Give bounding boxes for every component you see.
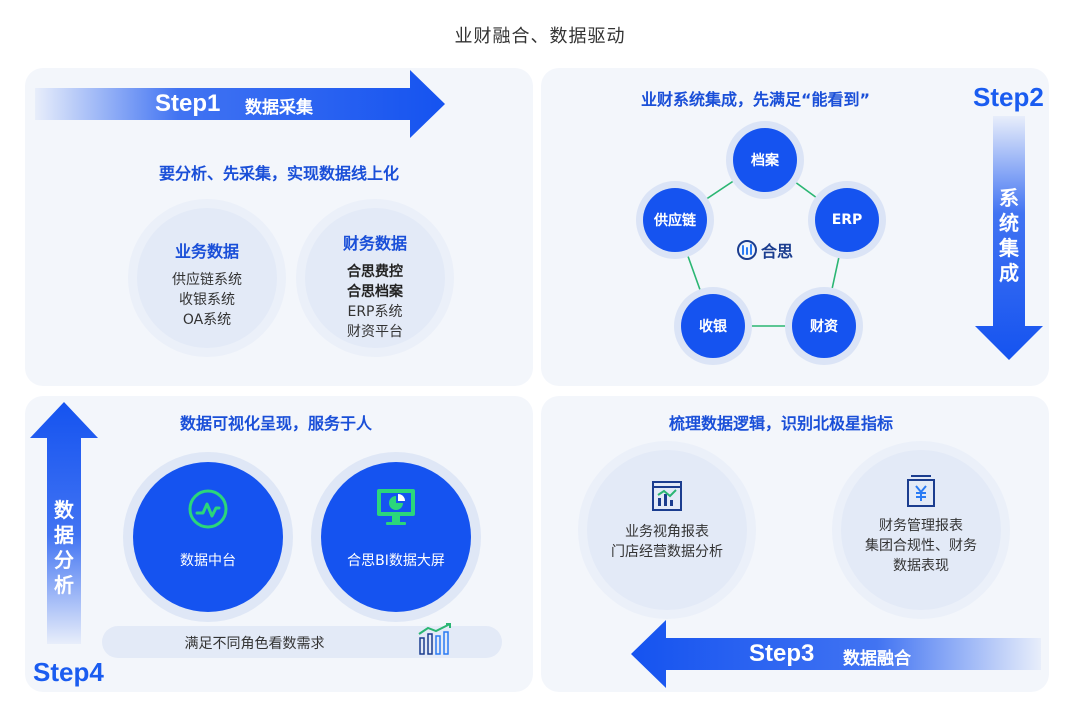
step3-arrow [631, 620, 1041, 688]
finance-report-line: 财务管理报表 [879, 518, 963, 534]
node-treasury: 财资 [792, 294, 856, 358]
node-archive: 档案 [733, 128, 797, 192]
pulse-chart-icon [188, 489, 228, 529]
role-needs-bar: 满足不同角色看数需求 [102, 623, 502, 658]
business-data-bubble: 业务数据 供应链系统 收银系统 OA系统 [137, 208, 277, 348]
role-needs-text: 满足不同角色看数需求 [184, 636, 325, 652]
bi-dashboard: 合思BI数据大屏 [321, 462, 471, 612]
monitor-chart-icon [377, 489, 415, 525]
business-data-title: 业务数据 [174, 242, 239, 261]
step2-heading: 业财系统集成，先满足“能看到” [641, 90, 871, 109]
step1-arrow [35, 70, 445, 138]
finance-data-item: ERP系统 [347, 304, 403, 320]
step1-label: Step1 [155, 90, 221, 117]
data-middle-platform-label: 数据中台 [180, 553, 236, 569]
report-chart-icon [652, 481, 682, 511]
business-data-item: 供应链系统 [172, 272, 242, 288]
business-report-line: 业务视角报表 [625, 524, 709, 540]
step3-label: Step3 [749, 640, 815, 667]
step3-name: 数据融合 [843, 649, 911, 669]
finance-report-line: 数据表现 [893, 558, 949, 574]
bi-dashboard-label: 合思BI数据大屏 [347, 553, 445, 569]
step4-arrow [30, 402, 98, 644]
page-title: 业财融合、数据驱动 [454, 26, 626, 47]
business-data-item: OA系统 [182, 312, 232, 328]
step1-heading: 要分析、先采集，实现数据线上化 [158, 164, 399, 183]
step4-name: 数据分析 [54, 498, 74, 597]
hesi-logo-icon [737, 240, 757, 260]
step4-heading: 数据可视化呈现，服务于人 [180, 414, 373, 433]
yuan-document-icon [907, 475, 935, 507]
step1-panel: Step1 数据采集 要分析、先采集，实现数据线上化 业务数据 供应链系统 收银… [25, 68, 533, 386]
growth-bars-icon [418, 623, 451, 655]
step2-name: 系统集成 [999, 186, 1019, 285]
step3-heading: 梳理数据逻辑，识别北极星指标 [669, 414, 894, 433]
finance-report-bubble: 财务管理报表 集团合规性、财务 数据表现 [841, 450, 1001, 610]
finance-data-item: 合思档案 [347, 284, 403, 300]
step1-name: 数据采集 [245, 98, 313, 118]
step2-label: Step2 [973, 82, 1044, 112]
step4-label: Step4 [33, 657, 104, 687]
finance-data-title: 财务数据 [342, 234, 407, 253]
business-report-bubble: 业务视角报表 门店经营数据分析 [587, 450, 747, 610]
finance-data-bubble: 财务数据 合思费控 合思档案 ERP系统 财资平台 [305, 208, 445, 348]
step2-arrow [975, 116, 1043, 360]
finance-data-item: 合思费控 [347, 264, 403, 280]
node-cashier: 收银 [681, 294, 745, 358]
business-data-item: 收银系统 [179, 292, 235, 308]
node-erp: ERP [815, 188, 879, 252]
hesi-logo-text: 合思 [761, 242, 794, 261]
finance-data-item: 财资平台 [347, 324, 403, 340]
finance-report-line: 集团合规性、财务 [865, 538, 977, 554]
node-supply-chain: 供应链 [643, 188, 707, 252]
data-middle-platform: 数据中台 [133, 462, 283, 612]
hesi-logo: 合思 [736, 238, 793, 262]
business-report-line: 门店经营数据分析 [611, 544, 723, 560]
